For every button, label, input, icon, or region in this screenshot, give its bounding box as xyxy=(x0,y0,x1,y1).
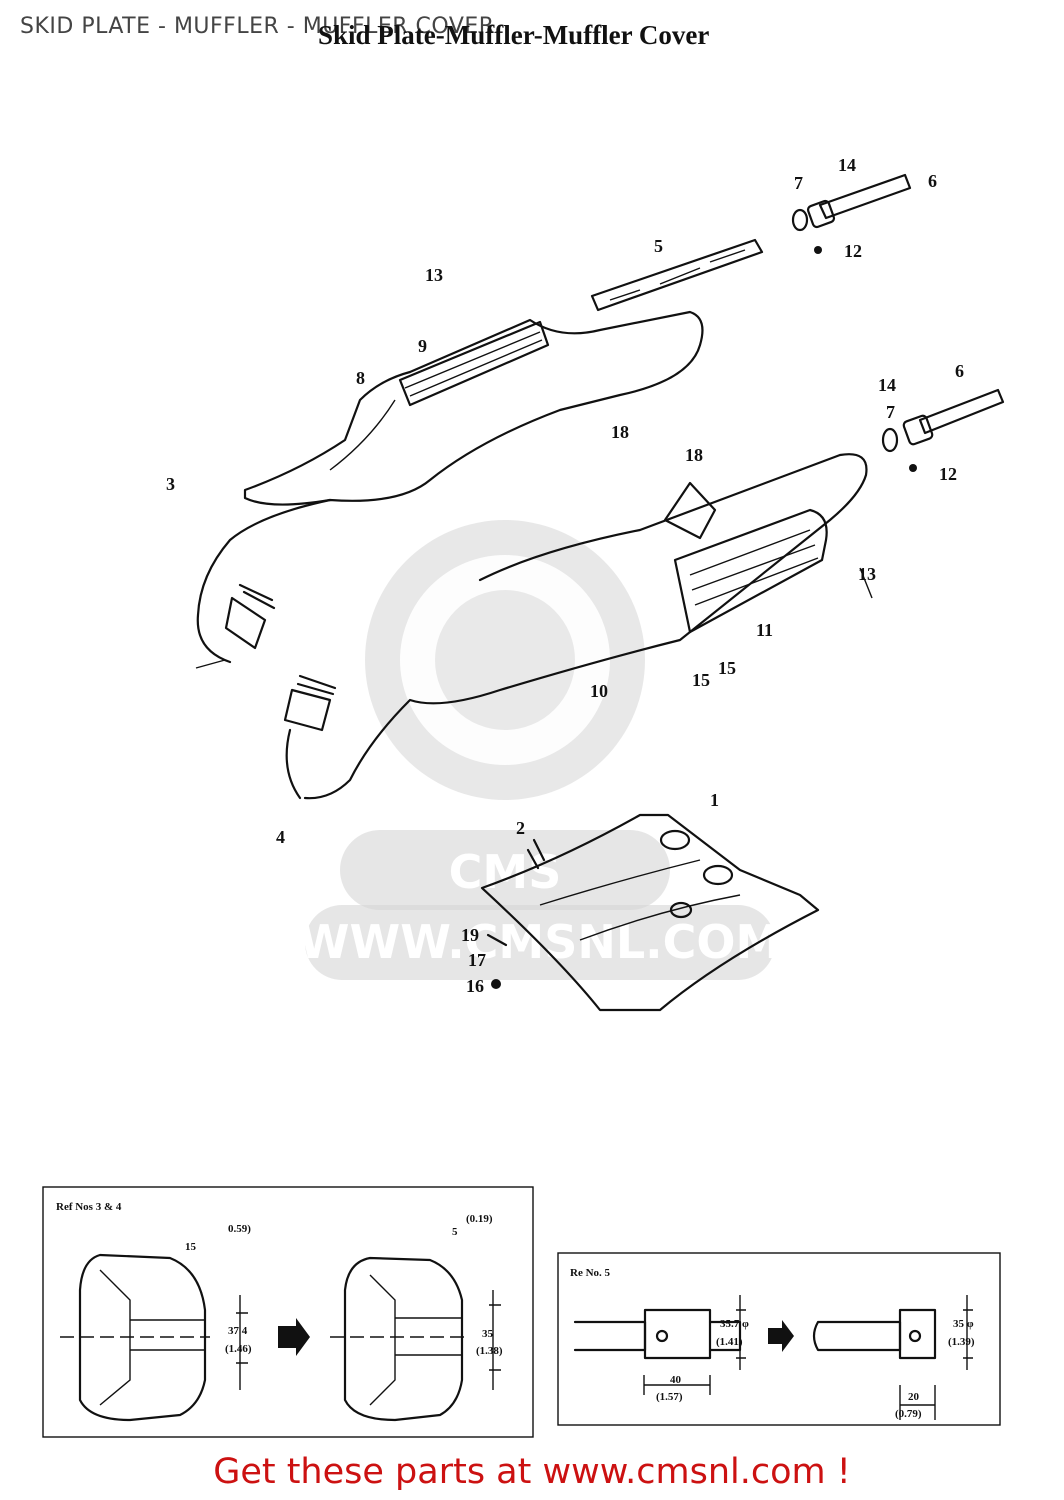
detail-right-dim-b: 40 xyxy=(670,1374,682,1386)
watermark-url: WWW.CMSNL.COM xyxy=(299,915,782,969)
detail-right-ref: Re No. 5 xyxy=(570,1267,611,1279)
cmsnl-watermark: CMS WWW.CMSNL.COM xyxy=(299,520,782,980)
detail-left-dim-a: 15 xyxy=(185,1241,197,1253)
watermark-logo: CMS xyxy=(449,845,562,899)
detail-right-dim-c-in: (1.39) xyxy=(948,1336,975,1348)
page-title: SKID PLATE - MUFFLER - MUFFLER COVER xyxy=(20,14,495,39)
callout-8: 8 xyxy=(356,368,365,388)
callout-13-lower: 13 xyxy=(858,564,876,584)
callout-16: 16 xyxy=(466,976,484,996)
callout-10: 10 xyxy=(590,681,608,701)
callout-12-lower: 12 xyxy=(939,464,957,484)
callout-15-b: 15 xyxy=(718,658,736,678)
lower-muffler xyxy=(283,453,873,800)
callout-19: 19 xyxy=(461,925,479,945)
detail-right-dim-d-in: (0.79) xyxy=(895,1408,922,1420)
callout-4: 4 xyxy=(276,827,285,847)
callout-3: 3 xyxy=(166,474,175,494)
detail-left-dim-d-in: (1.38) xyxy=(476,1345,503,1357)
detail-box-ref-3-4: Ref Nos 3 & 4 15 0.59) 37 4 (1.46) 5 (0.… xyxy=(42,1186,534,1438)
detail-left-dim-c-in: (0.19) xyxy=(466,1213,493,1225)
upper-bolt-6 xyxy=(791,173,912,254)
detail-right-dim-d: 20 xyxy=(908,1391,920,1403)
detail-left-dim-b-in: (1.46) xyxy=(225,1343,252,1355)
detail-right-dim-c: 35 φ xyxy=(953,1318,974,1330)
callout-7-lower: 7 xyxy=(886,402,895,422)
callout-14-lower: 14 xyxy=(878,375,896,395)
detail-left-dim-d: 35 xyxy=(482,1328,494,1340)
detail-left-dim-c: 5 xyxy=(452,1226,458,1238)
detail-right-dim-b-in: (1.57) xyxy=(656,1391,683,1403)
callout-1: 1 xyxy=(710,790,719,810)
callout-12-upper: 12 xyxy=(844,241,862,261)
callout-7-upper: 7 xyxy=(794,173,803,193)
diagram-title: Skid Plate-Muffler-Muffler Cover xyxy=(318,20,710,50)
detail-right-dim-a: 35.7 φ xyxy=(720,1318,749,1330)
lower-bolt-6 xyxy=(881,388,1005,472)
callout-9: 9 xyxy=(418,336,427,356)
callout-11: 11 xyxy=(756,620,773,640)
callout-18-upper: 18 xyxy=(611,422,629,442)
detail-box-ref-5: Re No. 5 35.7 φ (1.41) 40 (1.57) 35 φ (1… xyxy=(557,1252,1001,1426)
get-parts-link[interactable]: Get these parts at www.cmsnl.com ! xyxy=(213,1452,851,1492)
skid-plate xyxy=(480,813,820,1012)
callout-18-lower: 18 xyxy=(685,445,703,465)
callout-2: 2 xyxy=(516,818,525,838)
detail-left-dim-a-in: 0.59) xyxy=(228,1223,251,1235)
part-5-tube xyxy=(590,238,764,312)
callout-17: 17 xyxy=(468,950,486,970)
callout-15-a: 15 xyxy=(692,670,710,690)
callout-13-upper: 13 xyxy=(425,265,443,285)
upper-muffler xyxy=(195,310,704,669)
callout-14-upper: 14 xyxy=(838,155,856,175)
detail-left-ref: Ref Nos 3 & 4 xyxy=(56,1201,122,1213)
callout-6-lower: 6 xyxy=(955,361,964,381)
detail-right-dim-a-in: (1.41) xyxy=(716,1336,743,1348)
detail-left-dim-b: 37 4 xyxy=(228,1325,248,1337)
callout-5: 5 xyxy=(654,236,663,256)
callouts: 1 2 3 4 5 6 6 7 7 8 9 10 11 12 12 13 13 … xyxy=(166,155,964,996)
callout-6-upper: 6 xyxy=(928,171,937,191)
